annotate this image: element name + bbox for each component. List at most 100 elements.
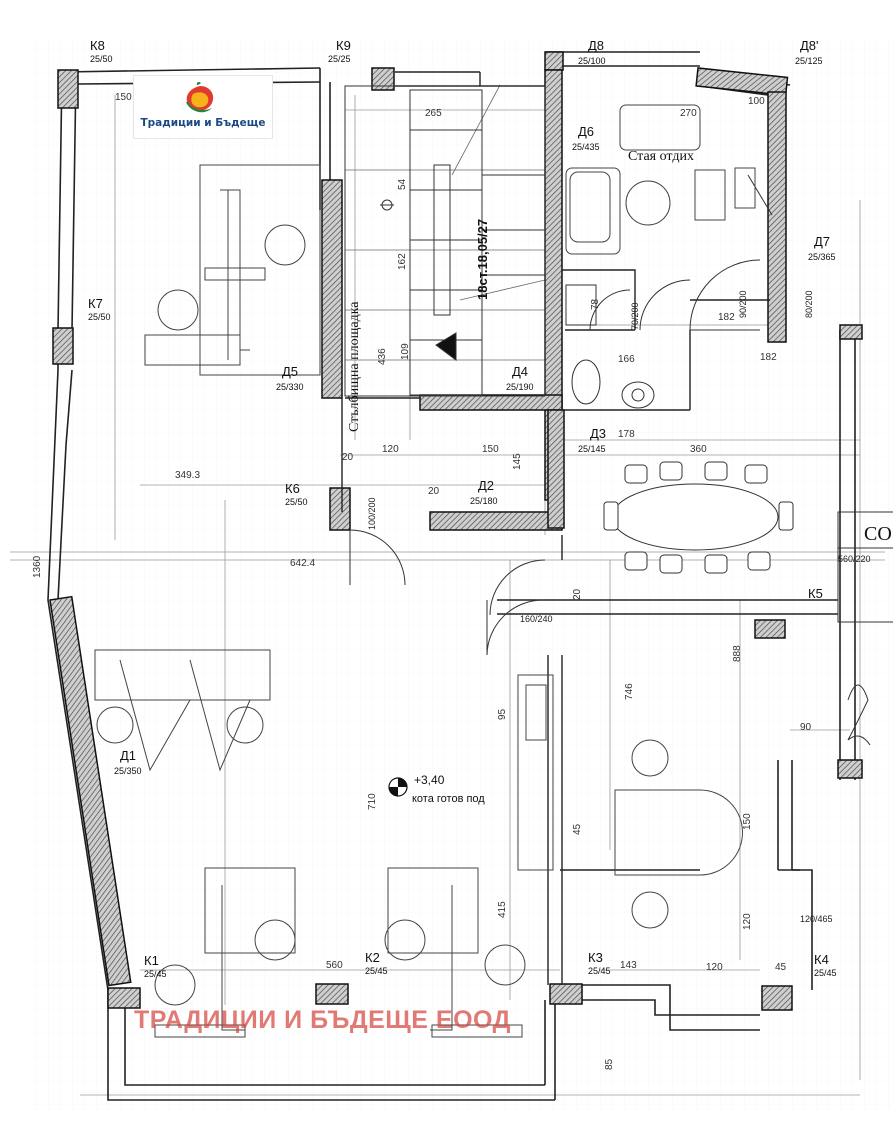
size-k2: 25/45 — [365, 966, 388, 976]
svg-text:160/240: 160/240 — [520, 614, 553, 624]
wall-d4 — [419, 394, 563, 411]
svg-text:349.3: 349.3 — [175, 470, 200, 481]
column-k2 — [315, 983, 349, 1005]
label-rest-room: Стая отдих — [628, 149, 694, 164]
size-d6: 25/435 — [572, 142, 600, 152]
label-k5: К5 — [808, 586, 823, 601]
svg-text:746: 746 — [624, 683, 635, 700]
size-k3: 25/45 — [588, 966, 611, 976]
svg-text:642.4: 642.4 — [290, 558, 315, 569]
hatched-structure — [49, 51, 863, 1011]
svg-text:45: 45 — [775, 962, 787, 973]
watermark-text: ТРАДИЦИИ И БЪДЕЩЕ ЕООД — [134, 1006, 511, 1034]
size-k8: 25/50 — [90, 54, 113, 64]
workstations — [94, 164, 743, 1038]
svg-text:95: 95 — [497, 708, 508, 720]
label-d5: Д5 — [282, 364, 298, 379]
bathroom-fixtures — [565, 284, 655, 409]
svg-text:360: 360 — [690, 444, 707, 455]
size-k9: 25/25 — [328, 54, 351, 64]
column-k5 — [754, 619, 786, 639]
svg-text:120: 120 — [742, 913, 753, 930]
size-k7: 25/50 — [88, 312, 111, 322]
label-k4: К4 — [814, 952, 829, 967]
svg-text:888: 888 — [732, 645, 743, 662]
column-k4 — [761, 985, 793, 1011]
size-d5: 25/330 — [276, 382, 304, 392]
svg-text:150: 150 — [742, 813, 753, 830]
svg-text:415: 415 — [497, 901, 508, 918]
label-d4: Д4 — [512, 364, 528, 379]
label-k6: К6 — [285, 481, 300, 496]
svg-text:143: 143 — [620, 960, 637, 971]
wall-p-right2 — [837, 759, 863, 779]
svg-text:85: 85 — [604, 1058, 615, 1070]
rest-room-furniture — [565, 104, 756, 255]
svg-text:120/465: 120/465 — [800, 914, 833, 924]
column-k6 — [329, 487, 351, 531]
svg-text:150: 150 — [115, 92, 132, 103]
wall-d1 — [49, 595, 132, 987]
size-d1: 25/350 — [114, 766, 142, 776]
company-logo: Традиции и Бъдеще — [133, 75, 273, 139]
label-k7: К7 — [88, 296, 103, 311]
svg-text:78: 78 — [590, 298, 601, 310]
size-d7: 25/365 — [808, 252, 836, 262]
label-d8: Д8 — [588, 38, 604, 53]
logo-mark-icon — [186, 82, 214, 113]
svg-text:270: 270 — [680, 108, 697, 119]
svg-text:1360: 1360 — [32, 555, 43, 578]
column-k7 — [52, 327, 74, 365]
label-d1: Д1 — [120, 748, 136, 763]
logo-text: Традиции и Бъдеще — [140, 117, 266, 129]
svg-text:90: 90 — [800, 722, 812, 733]
meeting-table — [603, 461, 794, 574]
wall-d7 — [767, 91, 787, 343]
svg-text:45: 45 — [572, 823, 583, 835]
size-d8: 25/100 — [578, 56, 606, 66]
svg-text:560/220: 560/220 — [838, 554, 871, 564]
svg-text:20: 20 — [342, 452, 354, 463]
size-k6: 25/50 — [285, 497, 308, 507]
svg-text:54: 54 — [397, 178, 408, 190]
svg-text:265: 265 — [425, 108, 442, 119]
svg-text:560: 560 — [326, 960, 343, 971]
wall-p-right — [839, 324, 863, 340]
svg-text:710: 710 — [367, 793, 378, 810]
label-k2: К2 — [365, 950, 380, 965]
label-d2: Д2 — [478, 478, 494, 493]
svg-text:182: 182 — [718, 312, 735, 323]
column-k8 — [57, 69, 79, 109]
size-d8b: 25/125 — [795, 56, 823, 66]
label-level-note: кота готов под — [412, 793, 485, 805]
column-k9 — [371, 67, 395, 91]
size-d3: 25/145 — [578, 444, 606, 454]
svg-text:100: 100 — [748, 96, 765, 107]
size-d4: 25/190 — [506, 382, 534, 392]
wall-d8b — [695, 67, 789, 97]
label-d8b: Д8' — [800, 38, 819, 53]
svg-text:178: 178 — [618, 429, 635, 440]
label-stairs-note: 18ст.18,05/27 — [475, 219, 490, 300]
staircase — [344, 85, 546, 397]
svg-text:20: 20 — [572, 588, 583, 600]
label-d6: Д6 — [578, 124, 594, 139]
label-k8: К8 — [90, 38, 105, 53]
label-k3: К3 — [588, 950, 603, 965]
svg-text:162: 162 — [397, 253, 408, 270]
size-k1: 25/45 — [144, 969, 167, 979]
svg-text:100/200: 100/200 — [367, 497, 377, 530]
interior-walls — [341, 72, 838, 985]
level-marker — [388, 777, 408, 797]
svg-text:150: 150 — [482, 444, 499, 455]
wall-d2 — [429, 511, 563, 531]
svg-text:166: 166 — [618, 354, 635, 365]
outer-walls — [47, 51, 856, 1101]
wall-d3 — [547, 409, 565, 529]
column-k1 — [107, 987, 141, 1009]
label-k9: К9 — [336, 38, 351, 53]
svg-text:20: 20 — [428, 486, 440, 497]
label-d3: Д3 — [590, 426, 606, 441]
svg-text:109: 109 — [400, 343, 411, 360]
